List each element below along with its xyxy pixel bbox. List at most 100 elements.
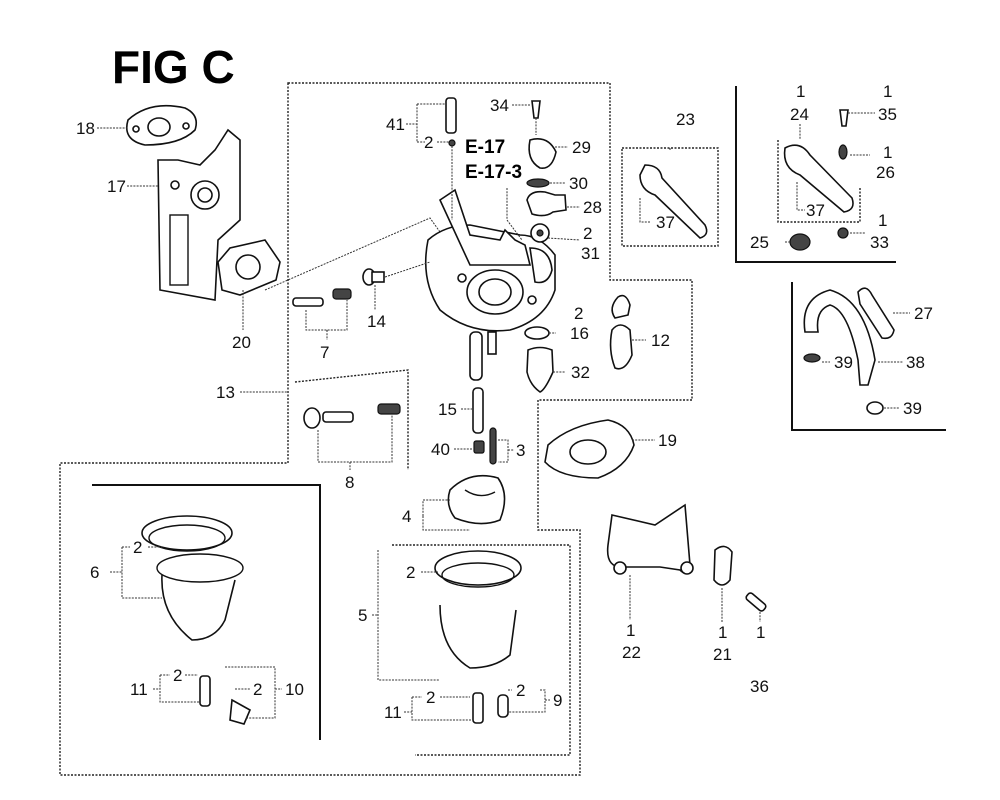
ref-e17-line xyxy=(506,188,523,241)
callout-17: 17 xyxy=(107,177,126,196)
part-12-float xyxy=(609,294,633,370)
part-11-bolt-b xyxy=(472,692,484,724)
frame-23 xyxy=(621,147,719,247)
callout-23: 23 xyxy=(676,110,695,129)
callout-18: 18 xyxy=(76,119,95,138)
callout-29: 29 xyxy=(572,138,591,157)
callout-39b: 39 xyxy=(903,399,922,418)
callout-24: 24 xyxy=(790,105,809,124)
part-3-needle xyxy=(489,427,497,465)
callout-37b: 37 xyxy=(806,201,825,220)
callout-9-qty: 2 xyxy=(516,681,525,700)
part-14-plug xyxy=(362,261,431,286)
part-6-float-bowl xyxy=(141,515,244,641)
callout-3: 3 xyxy=(516,441,525,460)
part-8-pilot-screw xyxy=(303,403,401,429)
callout-32: 32 xyxy=(571,363,590,382)
frame-8 xyxy=(294,369,409,470)
callout-31: 31 xyxy=(581,244,600,263)
callout-25: 25 xyxy=(750,233,769,252)
part-36-bolt xyxy=(745,592,767,612)
part-40-main-jet xyxy=(473,440,485,454)
part-31-washer xyxy=(530,223,550,243)
part-21-clamp xyxy=(713,545,733,586)
callout-8: 8 xyxy=(345,473,354,492)
callout-13: 13 xyxy=(216,383,235,402)
callout-labels: 18 17 20 13 41 2 34 29 30 28 2 31 E-17 E… xyxy=(76,82,933,722)
part-4-float xyxy=(447,474,506,525)
part-39-clip-a xyxy=(803,353,821,363)
callout-20: 20 xyxy=(232,333,251,352)
part-9-drain-screw xyxy=(497,694,509,718)
part-5-float-bowl xyxy=(434,550,522,669)
callout-21-qty: 1 xyxy=(718,623,727,642)
callout-36: 36 xyxy=(750,677,769,696)
frame-carburetor-assembly xyxy=(59,82,693,776)
part-28-valve xyxy=(526,190,567,217)
callout-15: 15 xyxy=(438,400,457,419)
callout-26-qty: 1 xyxy=(883,143,892,162)
part-19-gasket xyxy=(544,419,635,479)
figure-title: FIG C xyxy=(112,41,235,93)
part-26-collar xyxy=(838,144,848,160)
callout-5-qty: 2 xyxy=(406,563,415,582)
callout-33-qty: 1 xyxy=(878,211,887,230)
callout-40: 40 xyxy=(431,440,450,459)
callout-41-qty: 2 xyxy=(424,133,433,152)
part-39-clip-b xyxy=(866,401,884,415)
part-7-screw-spring xyxy=(292,288,352,307)
frame-6-cup xyxy=(92,484,321,740)
callout-36-qty: 1 xyxy=(756,623,765,642)
part-13-carburetor-body xyxy=(424,188,556,381)
callout-38: 38 xyxy=(906,353,925,372)
callout-22: 22 xyxy=(622,643,641,662)
callout-6-qty: 2 xyxy=(133,538,142,557)
part-29-cap xyxy=(528,138,557,169)
part-25-spring xyxy=(789,233,811,251)
assembly-line xyxy=(264,217,441,291)
part-23-lever xyxy=(639,164,708,239)
callout-26: 26 xyxy=(876,163,895,182)
part-24-arm xyxy=(777,140,861,223)
callout-9: 9 xyxy=(553,691,562,710)
reference-e17-3: E-17-3 xyxy=(465,162,522,183)
part-33-nut xyxy=(837,227,849,239)
callout-11b-qty: 2 xyxy=(426,688,435,707)
callout-33: 33 xyxy=(870,233,889,252)
callout-30: 30 xyxy=(569,174,588,193)
part-30-spring xyxy=(526,178,550,188)
part-38-tube xyxy=(803,289,876,386)
part-27-tube xyxy=(857,287,895,340)
part-18-gasket xyxy=(126,104,198,146)
callout-16-qty: 2 xyxy=(574,304,583,323)
part-10-drain-screw xyxy=(229,698,252,725)
part-35-screw xyxy=(839,109,849,127)
frame-5-cup xyxy=(392,544,571,756)
part-22-bracket xyxy=(606,503,694,575)
callout-41: 41 xyxy=(386,115,405,134)
part-20-insulator xyxy=(217,239,281,296)
callout-4: 4 xyxy=(402,507,411,526)
callout-12: 12 xyxy=(651,331,670,350)
part-11-bolt-a xyxy=(199,675,211,707)
callout-11a-qty: 2 xyxy=(173,666,182,685)
callout-28: 28 xyxy=(583,198,602,217)
callout-39a: 39 xyxy=(834,353,853,372)
part-17-bracket xyxy=(157,128,241,301)
frame-right-tubes xyxy=(791,282,946,431)
callout-37a: 37 xyxy=(656,213,675,232)
callout-7: 7 xyxy=(320,343,329,362)
callout-31-qty: 2 xyxy=(583,224,592,243)
part-16-o-ring xyxy=(524,326,550,340)
callout-27: 27 xyxy=(914,304,933,323)
callout-24-qty: 1 xyxy=(796,82,805,101)
callout-35-qty: 1 xyxy=(883,82,892,101)
callout-16: 16 xyxy=(570,324,589,343)
reference-e17: E-17 xyxy=(465,137,505,158)
frame-right-top xyxy=(735,86,896,263)
part-32-jet xyxy=(526,346,554,393)
callout-10-qty: 2 xyxy=(253,680,262,699)
callout-11b: 11 xyxy=(384,703,402,722)
callout-22-qty: 1 xyxy=(626,621,635,640)
